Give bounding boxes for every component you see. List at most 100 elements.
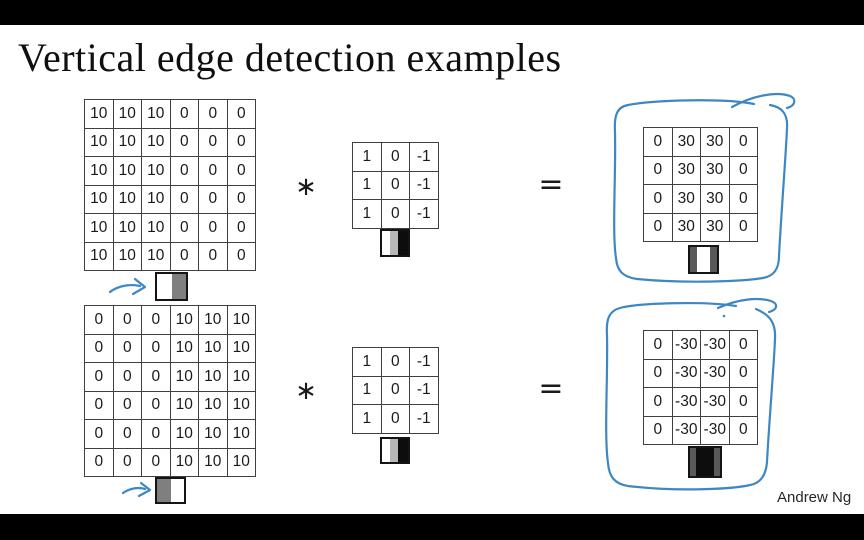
matrix-cell: 0 bbox=[729, 388, 758, 417]
convolution-operator: ∗ bbox=[295, 376, 317, 406]
shade-stripe bbox=[170, 479, 184, 502]
matrix-cell: -1 bbox=[410, 405, 439, 434]
matrix-cell: 1 bbox=[353, 171, 382, 200]
matrix-cell: 0 bbox=[142, 334, 171, 363]
shade-stripe bbox=[697, 247, 710, 272]
matrix-cell: 0 bbox=[381, 171, 410, 200]
matrix-cell: 30 bbox=[672, 156, 701, 185]
equals-sign: = bbox=[538, 167, 564, 202]
shade-stripe bbox=[390, 439, 399, 462]
shade-stripe bbox=[157, 274, 172, 299]
matrix-cell: 10 bbox=[170, 334, 199, 363]
matrix-cell: 0 bbox=[381, 348, 410, 377]
shade-stripe bbox=[709, 247, 718, 272]
matrix-cell: 10 bbox=[113, 185, 142, 214]
filter-shading-patch bbox=[380, 437, 410, 464]
matrix-cell: 0 bbox=[85, 334, 114, 363]
matrix-cell: -30 bbox=[701, 331, 730, 360]
matrix-cell: 10 bbox=[113, 242, 142, 271]
matrix-cell: 10 bbox=[142, 157, 171, 186]
matrix-cell: 0 bbox=[85, 306, 114, 335]
matrix-cell: 0 bbox=[170, 157, 199, 186]
matrix-cell: 0 bbox=[113, 448, 142, 477]
matrix-cell: 10 bbox=[170, 391, 199, 420]
matrix-cell: 0 bbox=[644, 128, 673, 157]
matrix-cell: 0 bbox=[381, 200, 410, 229]
hand-drawn-highlight-box bbox=[605, 297, 778, 491]
matrix-cell: 0 bbox=[142, 363, 171, 392]
arrow-icon bbox=[121, 481, 152, 498]
matrix-cell: 10 bbox=[142, 242, 171, 271]
shade-stripe bbox=[390, 231, 399, 255]
matrix-cell: 10 bbox=[142, 100, 171, 129]
matrix-cell: 0 bbox=[199, 157, 228, 186]
slide-title: Vertical edge detection examples bbox=[18, 35, 562, 80]
matrix-cell: 10 bbox=[227, 334, 256, 363]
matrix-cell: 10 bbox=[113, 214, 142, 243]
matrix-cell: 0 bbox=[729, 185, 758, 214]
matrix-cell: 0 bbox=[170, 185, 199, 214]
matrix-cell: -1 bbox=[410, 348, 439, 377]
matrix-cell: 0 bbox=[227, 100, 256, 129]
matrix-cell: 0 bbox=[142, 391, 171, 420]
matrix-cell: 0 bbox=[85, 363, 114, 392]
light-to-dark-edge-patch bbox=[155, 272, 188, 301]
detected-edge-patch bbox=[688, 245, 719, 274]
matrix-cell: 0 bbox=[644, 388, 673, 417]
matrix-cell: 10 bbox=[142, 185, 171, 214]
matrix-cell: -30 bbox=[672, 331, 701, 360]
matrix-cell: -1 bbox=[410, 143, 439, 172]
matrix-cell: 0 bbox=[644, 331, 673, 360]
matrix-cell: 0 bbox=[85, 448, 114, 477]
matrix-cell: 0 bbox=[85, 420, 114, 449]
matrix-cell: 10 bbox=[142, 128, 171, 157]
matrix-cell: 0 bbox=[227, 242, 256, 271]
matrix-cell: 0 bbox=[199, 100, 228, 129]
matrix-cell: 0 bbox=[199, 185, 228, 214]
shade-stripe bbox=[157, 479, 171, 502]
letterbox-bar-top bbox=[0, 0, 864, 25]
matrix-cell: 0 bbox=[729, 359, 758, 388]
convolution-operator: ∗ bbox=[295, 172, 317, 202]
matrix-cell: 10 bbox=[227, 391, 256, 420]
matrix-cell: 0 bbox=[729, 331, 758, 360]
matrix-cell: 0 bbox=[199, 128, 228, 157]
matrix-cell: 10 bbox=[199, 448, 228, 477]
matrix-cell: 10 bbox=[227, 363, 256, 392]
matrix-cell: 0 bbox=[227, 157, 256, 186]
shade-stripe bbox=[398, 231, 408, 255]
matrix-cell: 0 bbox=[644, 185, 673, 214]
matrix-cell: 10 bbox=[85, 242, 114, 271]
matrix-cell: 0 bbox=[170, 242, 199, 271]
matrix-cell: 30 bbox=[701, 185, 730, 214]
shade-stripe bbox=[690, 448, 697, 476]
matrix-cell: 10 bbox=[85, 157, 114, 186]
matrix-cell: 30 bbox=[701, 128, 730, 157]
shade-stripe bbox=[713, 448, 720, 476]
matrix-cell: 10 bbox=[170, 363, 199, 392]
matrix-cell: 10 bbox=[85, 214, 114, 243]
shade-stripe bbox=[382, 231, 391, 255]
matrix-cell: 1 bbox=[353, 200, 382, 229]
matrix-cell: 10 bbox=[227, 420, 256, 449]
matrix-cell: 0 bbox=[729, 128, 758, 157]
filter-shading-patch bbox=[380, 229, 410, 257]
shade-stripe bbox=[171, 274, 186, 299]
matrix-cell: 0 bbox=[113, 306, 142, 335]
matrix-cell: 1 bbox=[353, 405, 382, 434]
matrix-cell: -30 bbox=[672, 359, 701, 388]
shade-stripe bbox=[690, 247, 698, 272]
matrix-cell: 30 bbox=[672, 128, 701, 157]
matrix-cell: 10 bbox=[113, 128, 142, 157]
author-credit: Andrew Ng bbox=[777, 489, 852, 506]
matrix-cell: 10 bbox=[170, 448, 199, 477]
matrix-cell: 10 bbox=[199, 363, 228, 392]
matrix-cell: 10 bbox=[227, 306, 256, 335]
arrow-icon bbox=[108, 277, 147, 296]
matrix-cell: 0 bbox=[381, 405, 410, 434]
matrix-cell: 10 bbox=[170, 306, 199, 335]
matrix-cell: 30 bbox=[701, 156, 730, 185]
